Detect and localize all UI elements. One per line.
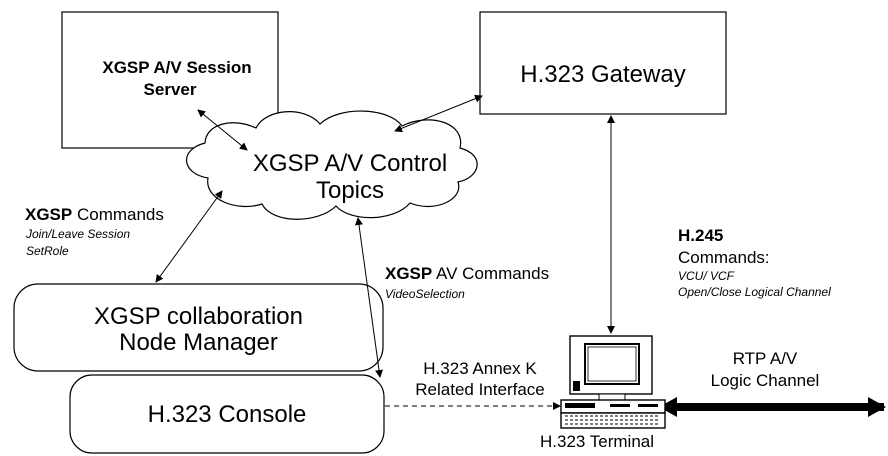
gateway-label: H.323 Gateway (520, 61, 686, 88)
xgsp-commands-rest: Commands (72, 205, 164, 224)
xgsp-av-commands-heading: XGSP AV Commands (385, 264, 549, 284)
xgsp-av-commands-bold: XGSP (385, 264, 433, 283)
arrow-gateway-cloud (394, 94, 483, 133)
gateway-box (479, 11, 727, 115)
h245-heading: H.245 (678, 226, 724, 245)
h245-subheading: Commands: (678, 248, 770, 267)
control-topics-label-line1: XGSP A/V Control (252, 150, 448, 177)
h245-item: VCU/ VCF (678, 269, 735, 283)
annex-k-label-line1: H.323 Annex K (423, 359, 537, 378)
rtp-label-line2: Logic Channel (710, 371, 820, 390)
h245-item: Open/Close Logical Channel (678, 285, 831, 299)
session-server-label-line2: Server (143, 80, 197, 99)
xgsp-av-commands-item: VideoSelection (385, 287, 465, 301)
annex-k-label-line2: Related Interface (415, 380, 545, 399)
console-label: H.323 Console (147, 401, 307, 428)
node-manager-label-line2: Node Manager (119, 329, 278, 356)
xgsp-commands-heading: XGSP Commands (25, 205, 164, 225)
xgsp-av-commands-rest: AV Commands (432, 264, 550, 283)
xgsp-commands-item: SetRole (26, 244, 69, 258)
console-box (69, 374, 385, 454)
xgsp-commands-bold: XGSP (25, 205, 73, 224)
terminal-computer-icon (560, 335, 666, 429)
arrow-cloud-nodemanager (155, 190, 223, 283)
node-manager-label-line1: XGSP collaboration (93, 303, 303, 330)
terminal-label: H.323 Terminal (540, 432, 655, 451)
session-server-label-line1: XGSP A/V Session (102, 58, 252, 77)
rtp-label-line1: RTP A/V (732, 349, 798, 368)
control-topics-label-line2: Topics (315, 177, 385, 204)
arrow-server-cloud (197, 109, 248, 151)
xgsp-commands-item: Join/Leave Session (26, 227, 131, 241)
arrow-cloud-console (354, 217, 384, 378)
